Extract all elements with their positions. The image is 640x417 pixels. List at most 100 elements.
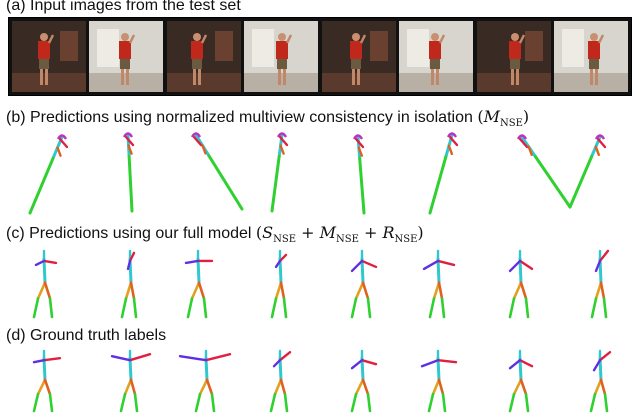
skeleton-upper-leg: [190, 281, 201, 300]
skeleton-lower-leg: [32, 297, 40, 319]
skeleton-arm: [192, 135, 203, 147]
input-frame: [399, 21, 473, 92]
caption-c-math: (SNSE + MNSE + RNSE): [255, 223, 424, 246]
person-leg: [283, 69, 286, 85]
skeleton-upper-leg: [43, 378, 52, 396]
skeleton-lower-leg: [119, 392, 127, 413]
skeleton-spine: [518, 356, 523, 382]
frame-door: [525, 31, 543, 61]
person-head: [40, 33, 48, 41]
frame-screen: [252, 29, 274, 67]
caption-b-math: (MNSE): [477, 107, 530, 130]
person-leg: [357, 69, 360, 85]
skeleton-leg: [428, 155, 448, 215]
person-leg: [198, 69, 201, 85]
skeleton-lower-leg: [350, 297, 358, 319]
person-leg: [278, 69, 281, 85]
skeleton-left-arm: [508, 358, 522, 370]
skeleton-leg: [270, 154, 281, 213]
skeleton-upper-leg: [36, 281, 47, 300]
skeleton-lower-leg: [366, 392, 372, 413]
skeleton-left-arm: [126, 259, 132, 271]
skeleton-lower-leg: [603, 392, 609, 413]
skeleton-upper-leg: [274, 281, 283, 300]
skeleton-upper-leg: [279, 281, 286, 300]
skeleton-upper-leg: [593, 378, 603, 396]
person-head: [511, 33, 519, 41]
person-shorts: [39, 59, 49, 69]
person-head: [431, 33, 439, 41]
input-frame: [89, 21, 163, 92]
skeleton-lower-leg: [602, 297, 608, 319]
skeleton-right-arm: [278, 350, 292, 362]
person-shirt: [119, 41, 131, 59]
skeleton-spine: [42, 257, 47, 285]
skeleton-lower-leg: [132, 297, 138, 319]
skeleton-head: [276, 132, 288, 138]
skeleton-lower-leg: [194, 392, 202, 413]
caption-c-text: (c) Predictions using our full model: [6, 225, 252, 242]
skeleton-lower-leg: [366, 297, 372, 319]
skeleton-lower-leg: [282, 297, 288, 319]
person-shirt: [191, 41, 203, 59]
person-head: [590, 33, 598, 41]
skeleton-head: [352, 134, 364, 140]
skeleton-lower-leg: [48, 297, 54, 319]
person-head: [278, 33, 286, 41]
skeleton-right-arm: [598, 249, 610, 263]
frame-door: [370, 31, 388, 61]
frame-screen: [407, 29, 429, 67]
skeleton-arm: [354, 137, 365, 149]
caption-ground-truth: (d) Ground truth labels: [6, 327, 167, 344]
skeleton-lower-leg: [524, 392, 530, 413]
skeleton-left-arm: [110, 354, 132, 362]
skeleton-lower-leg: [202, 297, 208, 319]
person-shorts: [351, 59, 361, 69]
skeleton-upper-leg: [599, 281, 606, 300]
skeleton-head: [446, 132, 458, 138]
skeleton-head: [516, 134, 528, 140]
person-shorts: [430, 59, 440, 69]
skeleton-hip: [127, 144, 133, 155]
person-head: [121, 33, 129, 41]
skeleton-lower-leg: [120, 297, 128, 319]
person-shorts: [120, 59, 130, 69]
person-arm: [128, 34, 136, 44]
input-frame: [477, 21, 551, 92]
skeleton-spine: [360, 356, 365, 382]
skeleton-upper-leg: [519, 378, 528, 396]
person-arm: [438, 34, 446, 44]
skeleton-hip: [279, 144, 285, 155]
skeleton-upper-leg: [437, 378, 445, 396]
skeleton-leg: [568, 155, 594, 209]
person-shorts: [589, 59, 599, 69]
person-leg: [45, 69, 48, 85]
person-leg: [516, 69, 519, 85]
skeleton-right-arm: [128, 251, 136, 263]
skeleton-right-arm: [436, 358, 458, 364]
skeleton-hip: [527, 145, 533, 156]
skeleton-upper-leg: [599, 378, 607, 396]
input-frame: [554, 21, 628, 92]
person-shirt: [350, 41, 362, 59]
input-frame: [244, 21, 318, 92]
skeleton-spine: [128, 356, 133, 382]
person-leg: [352, 69, 355, 85]
person-leg: [436, 69, 439, 85]
person-arm: [518, 34, 526, 44]
skeleton-spine: [360, 257, 365, 285]
skeleton-leg: [533, 155, 572, 209]
skeleton-leg: [28, 156, 55, 215]
person-shirt: [429, 41, 441, 59]
skeleton-lower-leg: [590, 297, 598, 319]
skeleton-lower-leg: [283, 392, 289, 413]
caption-full-model-predictions: (c) Predictions using our full model (SN…: [6, 224, 424, 249]
skeleton-left-arm: [420, 358, 440, 368]
skeleton-arm: [596, 137, 607, 149]
skeleton-upper-leg: [279, 378, 287, 396]
person-leg: [431, 69, 434, 85]
caption-b-text: (b) Predictions using normalized multivi…: [6, 109, 473, 126]
person-shorts: [277, 59, 287, 69]
skeleton-left-arm: [592, 358, 602, 372]
skeleton-upper-leg: [205, 378, 214, 396]
